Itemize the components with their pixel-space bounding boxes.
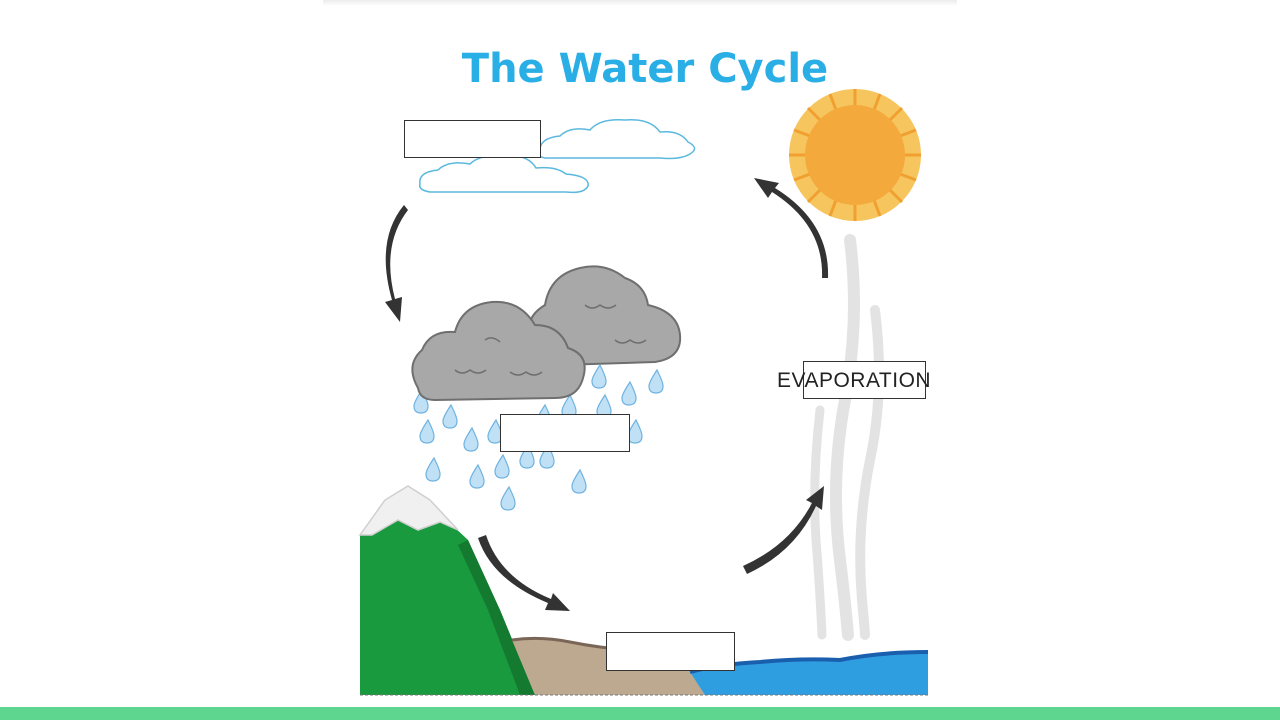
vapor-icon xyxy=(810,234,884,641)
diagram-title: The Water Cycle xyxy=(462,46,828,92)
evaporation-label-text: EVAPORATION xyxy=(777,369,932,392)
collection-label-box[interactable] xyxy=(606,632,735,671)
top-shadow-strip xyxy=(323,0,957,6)
mountain-icon xyxy=(358,485,535,695)
precipitation-label-box[interactable] xyxy=(500,414,630,452)
evaporation-label-box[interactable] xyxy=(803,361,926,399)
rain-cloud-icon xyxy=(411,300,586,402)
sun-icon xyxy=(789,89,921,221)
rain-cloud-icon xyxy=(528,265,682,367)
cloud-texture xyxy=(454,304,647,376)
cloud-icon xyxy=(418,118,696,194)
bottom-progress-bar xyxy=(0,707,1280,720)
clouds-label-box[interactable] xyxy=(404,120,541,158)
arrow-icon xyxy=(385,178,829,611)
